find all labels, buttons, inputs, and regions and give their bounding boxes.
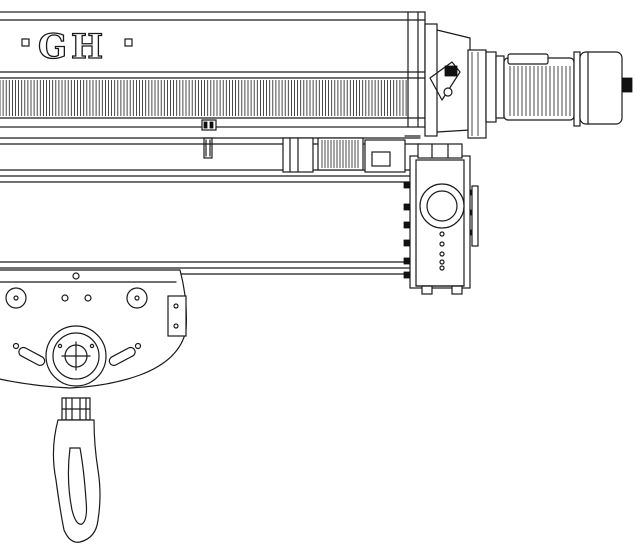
sheave <box>45 325 107 387</box>
bolt <box>403 181 411 189</box>
drum-grooves <box>0 80 407 116</box>
end-carriage <box>403 143 479 295</box>
bolt <box>403 239 411 247</box>
rope-guide-bracket <box>201 119 217 159</box>
bolt <box>403 271 411 279</box>
logo-text: GH <box>38 27 107 67</box>
trolley-frame <box>0 135 421 275</box>
hoist-drum-housing <box>0 11 426 128</box>
hook <box>52 397 101 543</box>
gh-logo: GH <box>21 26 133 68</box>
bolt <box>403 257 411 265</box>
bolt <box>403 203 411 211</box>
motor-gearbox <box>424 23 633 139</box>
bolt <box>403 221 411 229</box>
